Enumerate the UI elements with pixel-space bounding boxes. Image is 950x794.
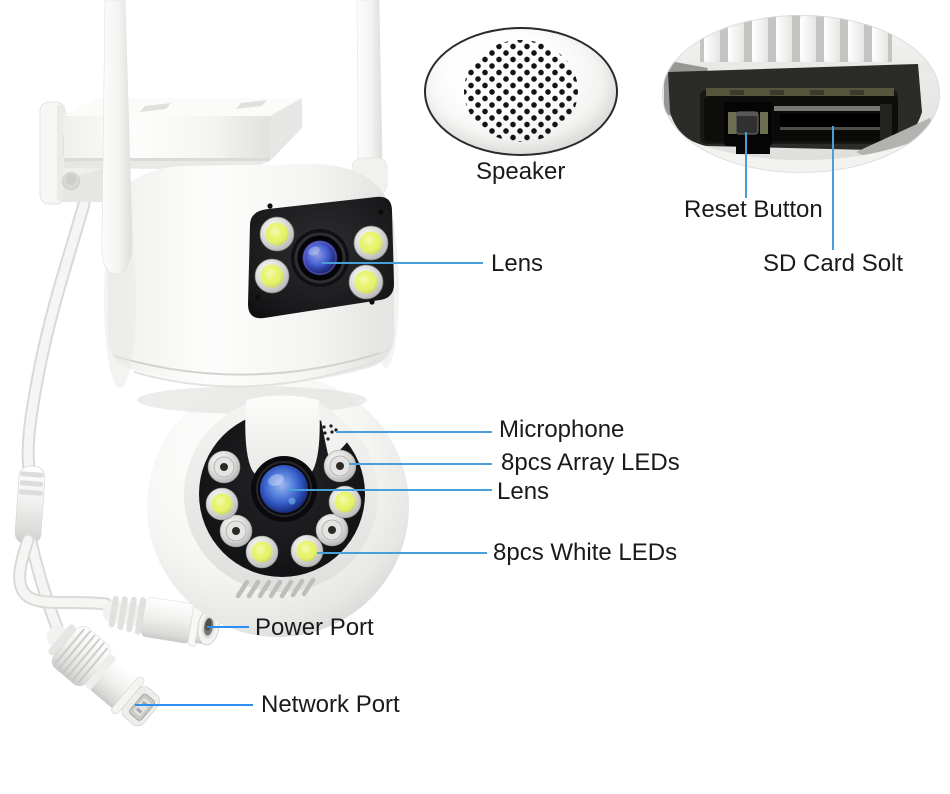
sd-compartment-photo [662, 15, 940, 173]
callout-line-sd-card-slot [832, 126, 834, 250]
label-array-leds: 8pcs Array LEDs [501, 449, 680, 476]
white-led [245, 535, 279, 569]
array-led [219, 514, 253, 548]
dome [137, 375, 409, 637]
callout-line-power-port [207, 626, 249, 628]
array-led [207, 450, 241, 484]
callout-line-lens-top [322, 262, 483, 264]
callout-line-reset-button [745, 132, 747, 198]
callout-line-array-leds [349, 463, 492, 465]
white-led [205, 487, 239, 521]
cable-splitter [14, 465, 46, 545]
label-sd-card-slot: SD Card Solt [763, 250, 904, 277]
callout-line-network-port [135, 704, 253, 706]
vent-grille [235, 577, 316, 599]
speaker-grille-icon [464, 40, 578, 142]
callout-line-white-leds [317, 552, 487, 554]
heatsink-fins [700, 15, 892, 66]
antenna-right [351, 0, 388, 195]
array-led [315, 513, 349, 547]
head-lens [291, 229, 349, 287]
white-led [290, 534, 324, 568]
dome-lens [251, 456, 317, 522]
label-microphone: Microphone [499, 416, 625, 443]
label-white-leds: 8pcs White LEDs [493, 539, 678, 566]
label-lens-bottom: Lens [497, 478, 550, 505]
label-lens-top: Lens [491, 250, 544, 277]
speaker-photo [424, 27, 618, 156]
callout-line-microphone [336, 431, 492, 433]
power-cable [13, 533, 113, 611]
callout-line-lens-bottom [288, 489, 492, 491]
reset-button [724, 102, 772, 154]
antenna-left [101, 0, 133, 275]
pigtail-cable [14, 197, 91, 647]
microphone-holes [322, 424, 338, 441]
head-led [254, 258, 290, 294]
label-reset-button: Reset Button [684, 196, 823, 223]
sd-card-slot [774, 104, 892, 140]
head-ir-panel [248, 196, 394, 319]
head-led [348, 264, 384, 300]
array-led [323, 449, 357, 483]
panel-screw [255, 203, 384, 305]
label-power-port: Power Port [255, 614, 374, 641]
network-port-connector [46, 624, 161, 727]
label-network-port: Network Port [261, 691, 400, 718]
white-led [328, 485, 362, 519]
network-port [129, 693, 156, 721]
head-led [259, 216, 295, 252]
label-speaker: Speaker [476, 158, 566, 185]
head-led [353, 225, 389, 261]
